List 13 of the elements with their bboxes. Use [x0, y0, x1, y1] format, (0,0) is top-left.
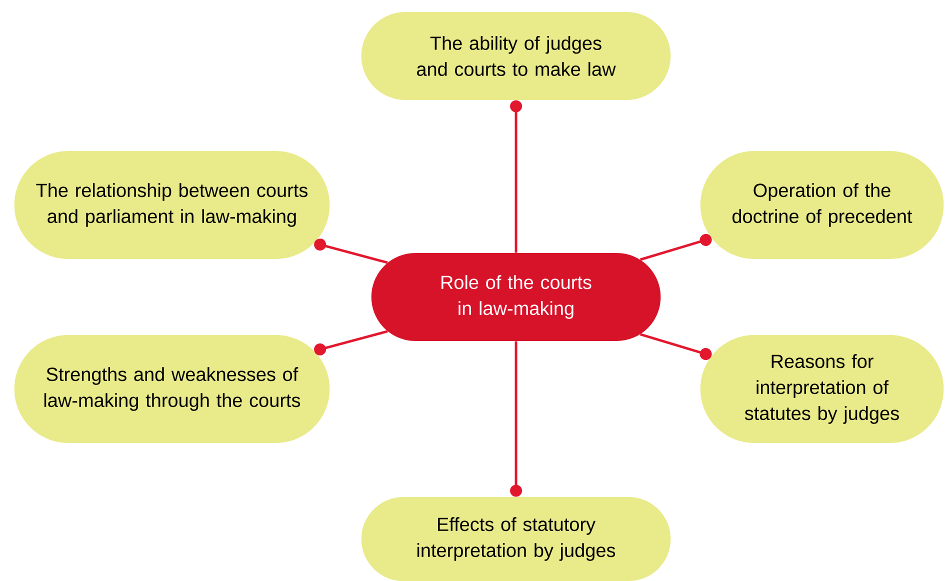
connector-line: [640, 333, 712, 360]
central-pill: Role of the courts in law-making: [371, 253, 661, 341]
topic-pill: Effects of statutory interpretation by judges: [361, 497, 671, 581]
topic-pill: The ability of judges and courts to make law: [361, 12, 671, 100]
topic-pill: The relationship between courts and parliament in law-making: [14, 151, 330, 259]
connector-line: [640, 234, 712, 261]
connector-line: [510, 341, 522, 497]
connector-line: [510, 100, 522, 253]
topic-pill: Reasons for interpretation of statutes by judges: [700, 335, 944, 443]
connector-line: [314, 330, 388, 356]
topic-pill: Strengths and weaknesses of law-making through the courts: [14, 335, 330, 443]
topic-pill: Operation of the doctrine of precedent: [700, 151, 944, 259]
connector-line: [314, 238, 388, 264]
